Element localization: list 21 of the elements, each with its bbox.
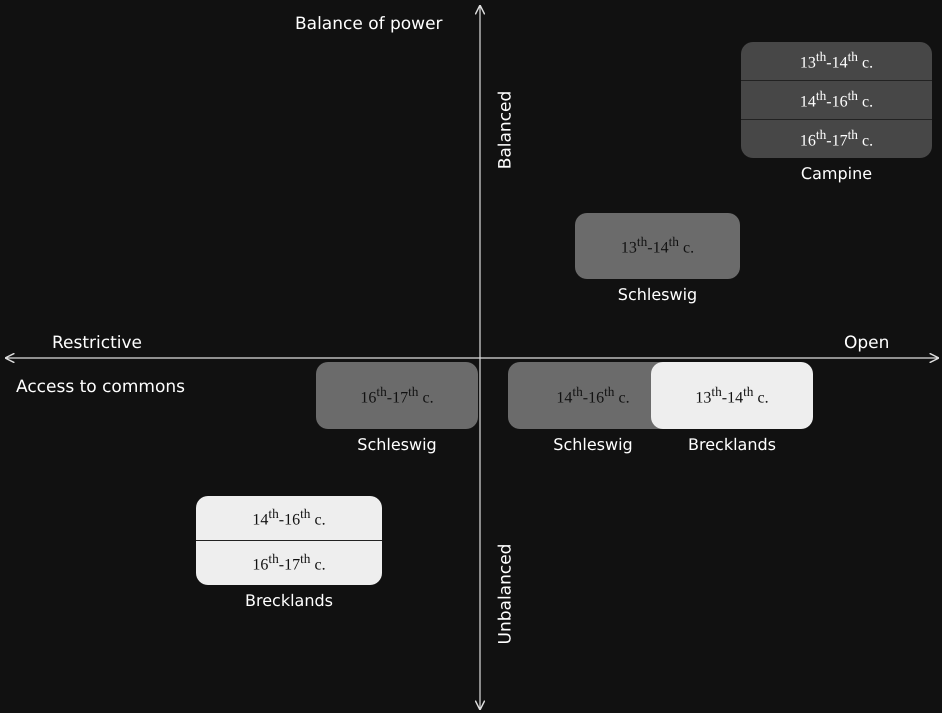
period-label: 16$^{th}$-17$^{th}$ c. [800,127,874,151]
region-label: Schleswig [618,285,698,304]
region-label: Brecklands [688,435,776,454]
axis-end-label: Open [844,333,890,353]
axis-end-label: Restrictive [52,333,142,353]
period-label: 16$^{th}$-17$^{th}$ c. [252,551,326,575]
period-label: 13$^{th}$-14$^{th}$ c. [695,384,769,408]
period-label: 13$^{th}$-14$^{th}$ c. [620,234,694,258]
region-label: Brecklands [245,591,333,610]
period-label: 16$^{th}$-17$^{th}$ c. [360,384,434,408]
axis-title: Balance of power [295,14,443,34]
period-label: 14$^{th}$-16$^{th}$ c. [252,506,326,530]
axis-end-label: Balanced [494,90,515,170]
region-label: Campine [800,164,872,183]
axis-end-label: Unbalanced [494,544,515,644]
period-label: 13$^{th}$-14$^{th}$ c. [800,49,874,73]
period-label: 14$^{th}$-16$^{th}$ c. [800,88,874,112]
region-label: Schleswig [357,435,437,454]
period-label: 14$^{th}$-16$^{th}$ c. [556,384,630,408]
region-label: Schleswig [553,435,633,454]
axis-title: Access to commons [16,377,185,397]
